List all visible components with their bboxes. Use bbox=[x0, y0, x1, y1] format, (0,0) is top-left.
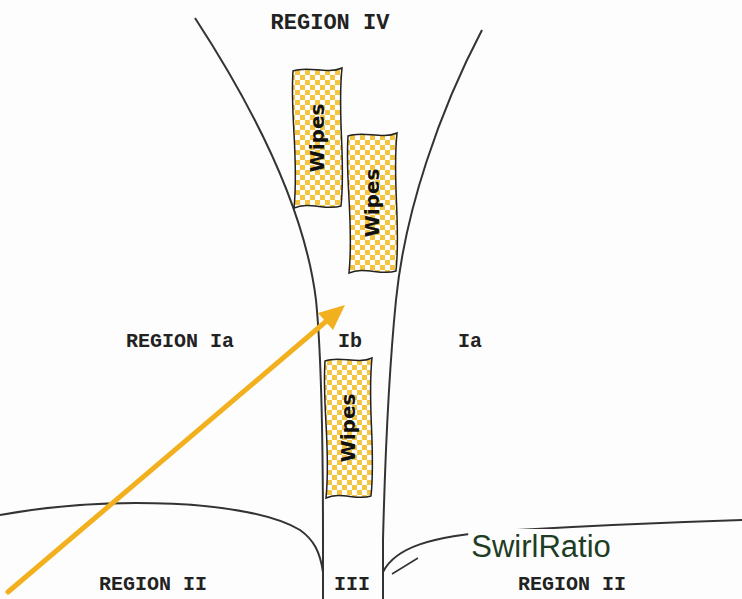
patch-label: Wipes bbox=[306, 103, 330, 172]
region-label: REGION II bbox=[518, 573, 626, 596]
patch-label: Wipes bbox=[361, 168, 385, 237]
wipes-patch: Wipes bbox=[322, 355, 375, 500]
leader-line bbox=[392, 558, 418, 574]
label-slot: III bbox=[334, 573, 370, 596]
label-slot: REGION II bbox=[518, 573, 626, 596]
region-label: III bbox=[334, 573, 370, 596]
wipes-patch: Wipes bbox=[345, 130, 400, 275]
label-slot: Ia bbox=[458, 330, 482, 353]
region-label: REGION IV bbox=[271, 11, 390, 36]
region-label: REGION II bbox=[99, 573, 207, 596]
label-slot: REGION II bbox=[99, 573, 207, 596]
right-boundary-curve bbox=[383, 30, 482, 599]
label-slot: REGION IV bbox=[271, 11, 390, 36]
lower-right-boundary-curve bbox=[383, 520, 742, 572]
region-label: Ib bbox=[338, 330, 362, 353]
swirl-ratio-note: SwirlRatio bbox=[468, 529, 614, 564]
region-label: REGION Ia bbox=[126, 330, 234, 353]
patch-label: Wipes bbox=[337, 393, 361, 462]
label-slot: REGION Ia bbox=[126, 330, 234, 353]
label-slot: Ib bbox=[338, 330, 362, 353]
wipes-patch: Wipes bbox=[290, 65, 345, 210]
label-slot: SwirlRatio bbox=[468, 529, 614, 565]
region-label: Ia bbox=[458, 330, 482, 353]
pointer-arrow bbox=[8, 305, 345, 592]
lower-left-boundary-curve bbox=[0, 503, 323, 572]
